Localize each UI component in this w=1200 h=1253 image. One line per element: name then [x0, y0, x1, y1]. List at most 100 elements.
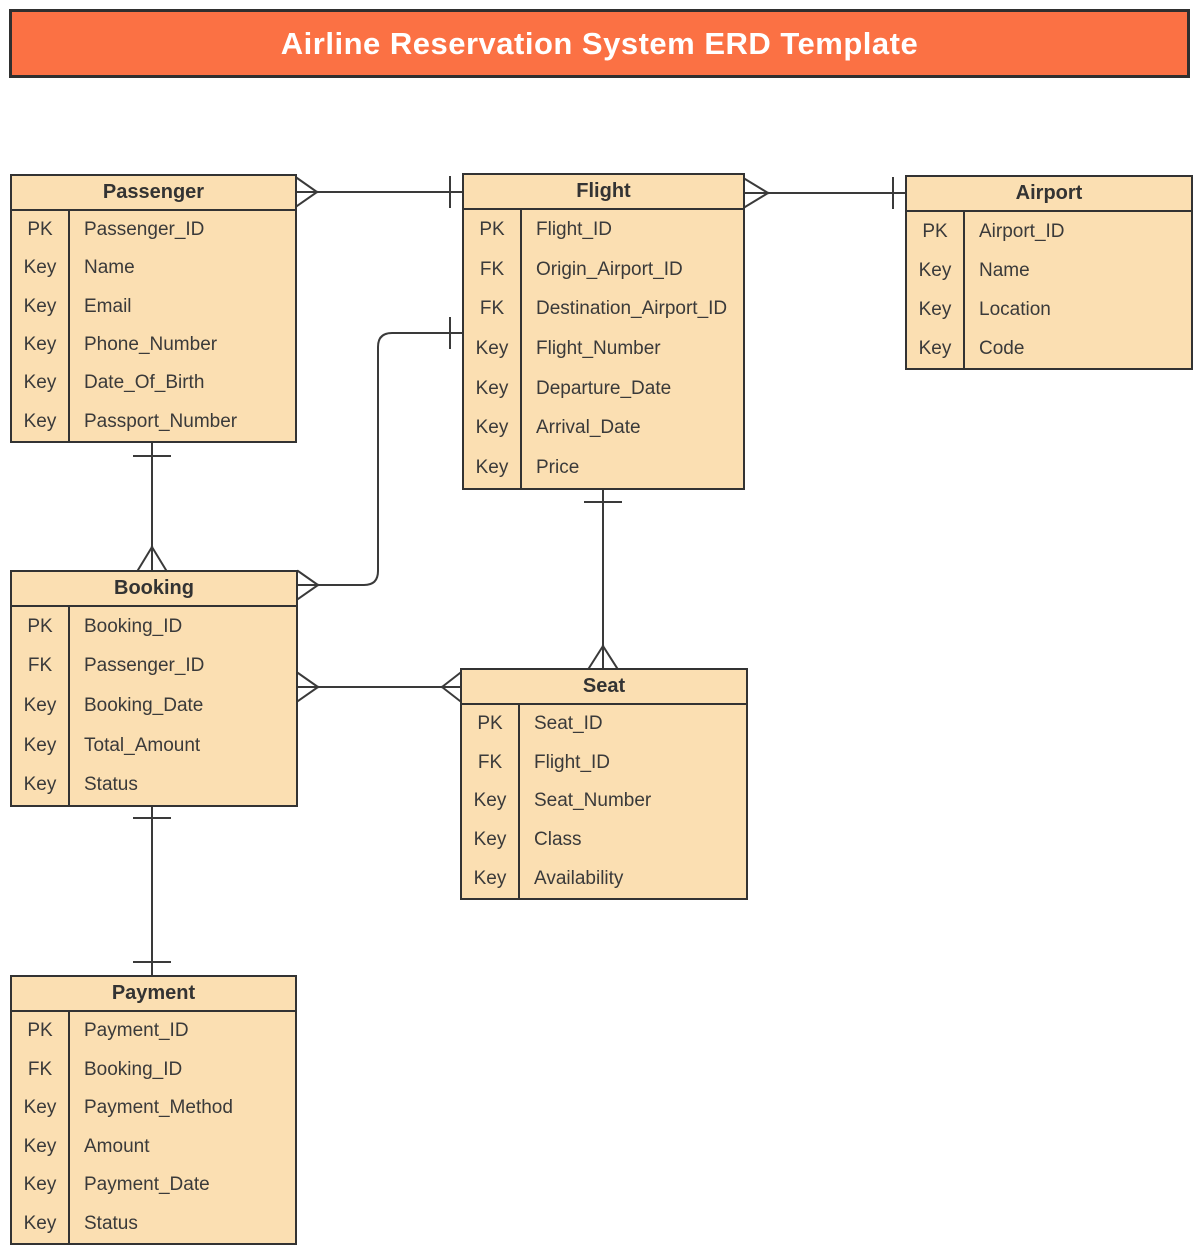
- entity-payment[interactable]: Payment PK FK Key Key Key Key Payment_ID…: [10, 975, 297, 1245]
- key-cell: Key: [23, 1212, 57, 1234]
- entity-passenger-attributes: PK Key Key Key Key Key Passenger_ID Name…: [12, 211, 295, 441]
- attribute-cell: Booking_ID: [84, 1058, 183, 1080]
- crow-foot-many-icon: [587, 644, 619, 670]
- key-cell: Key: [475, 417, 509, 439]
- attribute-cell: Name: [979, 259, 1030, 281]
- attribute-cell: Payment_ID: [84, 1020, 189, 1042]
- entity-airport[interactable]: Airport PK Key Key Key Airport_ID Name L…: [905, 175, 1193, 370]
- attribute-cell: Total_Amount: [84, 734, 201, 756]
- attribute-cell: Price: [536, 457, 580, 479]
- attribute-column: Payment_ID Booking_ID Payment_Method Amo…: [70, 1012, 295, 1243]
- attribute-cell: Class: [534, 829, 582, 851]
- attribute-cell: Status: [84, 774, 138, 796]
- key-cell: Key: [23, 257, 57, 279]
- attribute-column: Airport_ID Name Location Code: [965, 212, 1191, 368]
- attribute-cell: Amount: [84, 1135, 150, 1157]
- crow-foot-many-icon: [296, 569, 320, 601]
- key-cell: FK: [477, 751, 503, 773]
- key-cell: Key: [475, 457, 509, 479]
- diagram-title: Airline Reservation System ERD Template: [280, 25, 919, 61]
- attribute-cell: Payment_Method: [84, 1097, 233, 1119]
- attribute-cell: Location: [979, 298, 1051, 320]
- key-column: PK Key Key Key: [907, 212, 965, 368]
- key-cell: Key: [473, 790, 507, 812]
- connector-booking-seat: [296, 671, 462, 703]
- attribute-cell: Departure_Date: [536, 377, 672, 399]
- attribute-cell: Flight_Number: [536, 338, 661, 360]
- attribute-cell: Payment_Date: [84, 1174, 210, 1196]
- key-cell: Key: [918, 337, 952, 359]
- attribute-cell: Flight_ID: [536, 218, 613, 240]
- entity-booking-attributes: PK FK Key Key Key Booking_ID Passenger_I…: [12, 607, 296, 805]
- key-column: PK FK FK Key Key Key Key: [464, 210, 522, 488]
- entity-booking-title: Booking: [12, 572, 296, 607]
- key-cell: Key: [23, 1097, 57, 1119]
- key-cell: FK: [27, 655, 53, 677]
- attribute-cell: Origin_Airport_ID: [536, 258, 683, 280]
- key-cell: Key: [475, 338, 509, 360]
- attribute-cell: Status: [84, 1212, 138, 1234]
- key-column: PK Key Key Key Key Key: [12, 211, 70, 441]
- attribute-cell: Passenger_ID: [84, 655, 205, 677]
- crow-foot-many-icon: [136, 545, 168, 572]
- attribute-cell: Email: [84, 295, 132, 317]
- connector-flight-airport: [743, 177, 906, 209]
- entity-payment-title: Payment: [12, 977, 295, 1012]
- connector-flight-seat: [584, 489, 622, 670]
- entity-booking[interactable]: Booking PK FK Key Key Key Booking_ID Pas…: [10, 570, 298, 807]
- attribute-cell: Arrival_Date: [536, 417, 641, 439]
- crow-foot-many-icon: [743, 177, 770, 209]
- key-cell: Key: [23, 1174, 57, 1196]
- key-cell: Key: [23, 774, 57, 796]
- attribute-cell: Passenger_ID: [84, 219, 205, 241]
- key-cell: PK: [479, 218, 505, 240]
- key-cell: PK: [27, 219, 53, 241]
- entity-airport-attributes: PK Key Key Key Airport_ID Name Location …: [907, 212, 1191, 368]
- key-cell: Key: [918, 298, 952, 320]
- entity-airport-title: Airport: [907, 177, 1191, 212]
- attribute-cell: Availability: [534, 867, 624, 889]
- connector-passenger-flight: [295, 176, 463, 208]
- key-cell: Key: [473, 867, 507, 889]
- entity-flight-attributes: PK FK FK Key Key Key Key Flight_ID Origi…: [464, 210, 743, 488]
- attribute-cell: Booking_Date: [84, 694, 204, 716]
- entity-seat[interactable]: Seat PK FK Key Key Key Seat_ID Flight_ID…: [460, 668, 748, 900]
- key-cell: Key: [475, 377, 509, 399]
- crow-foot-many-icon: [296, 671, 320, 703]
- connector-booking-flight: [296, 317, 463, 601]
- entity-seat-title: Seat: [462, 670, 746, 705]
- crow-foot-many-icon: [440, 671, 462, 703]
- key-cell: Key: [23, 694, 57, 716]
- key-cell: PK: [922, 220, 948, 242]
- attribute-cell: Seat_Number: [534, 790, 652, 812]
- attribute-cell: Passport_Number: [84, 410, 238, 432]
- attribute-column: Seat_ID Flight_ID Seat_Number Class Avai…: [520, 705, 746, 898]
- attribute-cell: Airport_ID: [979, 220, 1065, 242]
- key-cell: Key: [23, 295, 57, 317]
- attribute-column: Flight_ID Origin_Airport_ID Destination_…: [522, 210, 743, 488]
- attribute-cell: Flight_ID: [534, 751, 611, 773]
- key-column: PK FK Key Key Key: [462, 705, 520, 898]
- attribute-cell: Destination_Airport_ID: [536, 298, 728, 320]
- attribute-cell: Date_Of_Birth: [84, 372, 205, 394]
- title-banner: Airline Reservation System ERD Template: [9, 9, 1190, 78]
- key-cell: Key: [23, 410, 57, 432]
- attribute-cell: Phone_Number: [84, 334, 218, 356]
- crow-foot-many-icon: [295, 176, 319, 208]
- entity-passenger[interactable]: Passenger PK Key Key Key Key Key Passeng…: [10, 174, 297, 443]
- key-cell: PK: [27, 1020, 53, 1042]
- key-cell: Key: [23, 1135, 57, 1157]
- entity-seat-attributes: PK FK Key Key Key Seat_ID Flight_ID Seat…: [462, 705, 746, 898]
- attribute-column: Booking_ID Passenger_ID Booking_Date Tot…: [70, 607, 296, 805]
- key-cell: Key: [23, 372, 57, 394]
- connector-passenger-booking: [133, 442, 171, 572]
- entity-passenger-title: Passenger: [12, 176, 295, 211]
- key-cell: FK: [27, 1058, 53, 1080]
- entity-payment-attributes: PK FK Key Key Key Key Payment_ID Booking…: [12, 1012, 295, 1243]
- key-cell: Key: [23, 734, 57, 756]
- attribute-column: Passenger_ID Name Email Phone_Number Dat…: [70, 211, 295, 441]
- key-cell: Key: [473, 829, 507, 851]
- key-cell: PK: [477, 713, 503, 735]
- entity-flight[interactable]: Flight PK FK FK Key Key Key Key Flight_I…: [462, 173, 745, 490]
